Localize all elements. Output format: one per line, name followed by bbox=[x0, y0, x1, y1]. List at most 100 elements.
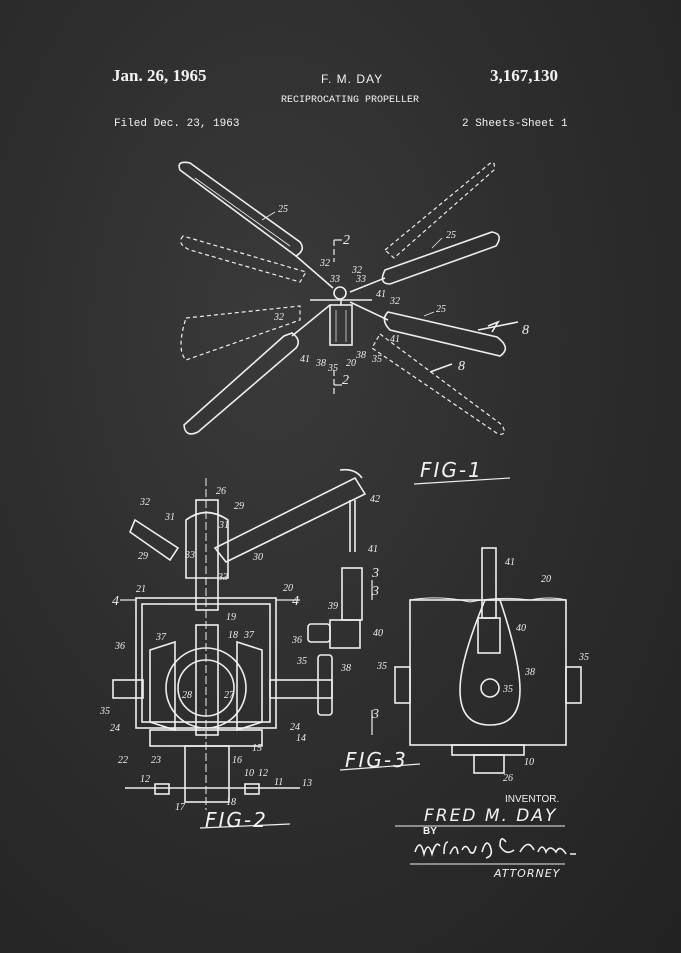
attorney-label: ATTORNEY bbox=[494, 867, 561, 880]
reference-leader-lines bbox=[261, 211, 443, 317]
reference-numeral: 2 bbox=[343, 233, 350, 248]
reference-numeral: 2 bbox=[342, 373, 349, 388]
reference-numeral: 19 bbox=[226, 612, 236, 623]
reference-numeral: 26 bbox=[503, 773, 513, 784]
reference-numeral: 31 bbox=[164, 512, 175, 523]
reference-numeral: 32 bbox=[351, 265, 362, 276]
reference-numeral: 8 bbox=[458, 359, 465, 374]
attorney-signature-image bbox=[414, 838, 576, 859]
reference-numeral: 3 bbox=[371, 566, 379, 581]
reference-numeral: 11 bbox=[274, 777, 283, 788]
by-label: BY bbox=[423, 826, 437, 837]
reference-numeral: 39 bbox=[327, 601, 338, 612]
reference-numeral: 36 bbox=[291, 635, 302, 646]
figure-2-label: FIG-2 bbox=[205, 808, 268, 832]
reference-numeral: 35 bbox=[371, 354, 382, 365]
reference-numeral: 18 bbox=[228, 630, 238, 641]
reference-numeral: 4 bbox=[112, 594, 119, 609]
reference-numeral: 35 bbox=[502, 684, 513, 695]
inventor-name: FRED M. DAY bbox=[424, 806, 558, 826]
reference-numeral: 29 bbox=[234, 501, 244, 512]
blade-upper-left bbox=[178, 161, 334, 289]
reference-numeral: 15 bbox=[252, 743, 262, 754]
patent-number: 3,167,130 bbox=[490, 66, 558, 85]
reference-numeral: 33 bbox=[329, 274, 340, 285]
reference-numeral: 38 bbox=[355, 350, 366, 361]
filed-date: Filed Dec. 23, 1963 bbox=[114, 118, 240, 130]
reference-numeral: 40 bbox=[373, 628, 383, 639]
reference-numeral: 42 bbox=[370, 494, 380, 505]
reference-numeral: 12 bbox=[258, 768, 268, 779]
propeller-hub bbox=[310, 286, 372, 346]
reference-numeral: 35 bbox=[99, 706, 110, 717]
reference-numeral: 20 bbox=[346, 358, 356, 369]
figure-2-drawing bbox=[112, 468, 367, 810]
reference-numeral: 13 bbox=[302, 778, 312, 789]
figure-label-underlines bbox=[199, 477, 511, 829]
reference-numeral: 37 bbox=[243, 630, 255, 641]
reference-numeral: 18 bbox=[226, 797, 236, 808]
reference-numeral: 22 bbox=[118, 755, 128, 766]
reference-numeral: 10 bbox=[524, 757, 534, 768]
patent-date: Jan. 26, 1965 bbox=[112, 66, 207, 85]
reference-numeral: 3 bbox=[371, 584, 379, 599]
reference-numeral: 25 bbox=[446, 230, 456, 241]
reference-numeral: 35 bbox=[578, 652, 589, 663]
blade-right bbox=[349, 301, 507, 357]
reference-numeral: 35 bbox=[296, 656, 307, 667]
reference-numeral: 16 bbox=[232, 755, 242, 766]
reference-numeral: 17 bbox=[175, 802, 186, 813]
reference-numeral: 20 bbox=[283, 583, 293, 594]
sheet-count: 2 Sheets-Sheet 1 bbox=[462, 118, 568, 130]
reference-numeral: 24 bbox=[290, 722, 300, 733]
patent-title: RECIPROCATING PROPELLER bbox=[281, 95, 420, 106]
reference-numeral: 35 bbox=[376, 661, 387, 672]
reference-numeral: 38 bbox=[315, 358, 326, 369]
blade-phantom-positions bbox=[180, 161, 505, 435]
reference-numeral: 32 bbox=[139, 497, 150, 508]
figure-1-label: FIG-1 bbox=[420, 458, 483, 482]
reference-numeral: 24 bbox=[110, 723, 120, 734]
reference-numeral: 37 bbox=[155, 632, 167, 643]
reference-numeral: 32 bbox=[273, 312, 284, 323]
reference-numeral: 33 bbox=[355, 274, 366, 285]
reference-numeral: 38 bbox=[340, 663, 351, 674]
reference-numeral: 33 bbox=[184, 550, 195, 561]
inventor-label: INVENTOR. bbox=[505, 794, 560, 805]
section-arrow-8 bbox=[429, 320, 519, 373]
reference-numeral: 3 bbox=[371, 707, 379, 722]
reference-numeral: 25 bbox=[278, 204, 288, 215]
reference-numeral: 27 bbox=[224, 690, 235, 701]
reference-numeral: 29 bbox=[138, 551, 148, 562]
reference-numeral: 38 bbox=[524, 667, 535, 678]
reference-numeral: 30 bbox=[252, 552, 263, 563]
reference-numeral: 10 bbox=[244, 768, 254, 779]
reference-numeral: 41 bbox=[390, 334, 400, 345]
reference-numeral: 20 bbox=[541, 574, 551, 585]
reference-numeral: 41 bbox=[368, 544, 378, 555]
reference-numeral: 12 bbox=[140, 774, 150, 785]
reference-numeral: 36 bbox=[114, 641, 125, 652]
reference-numeral: 23 bbox=[151, 755, 161, 766]
reference-numeral: 21 bbox=[136, 584, 146, 595]
reference-numeral: 41 bbox=[300, 354, 310, 365]
reference-numeral: 40 bbox=[516, 623, 526, 634]
reference-numeral: 31 bbox=[218, 520, 229, 531]
figure-3-label: FIG-3 bbox=[345, 748, 408, 772]
reference-numeral: 35 bbox=[327, 363, 338, 374]
figure-3-drawing bbox=[394, 547, 582, 774]
reference-numeral: 33 bbox=[217, 572, 228, 583]
figure-2-link-arm bbox=[307, 567, 373, 735]
reference-numeral: 32 bbox=[319, 258, 330, 269]
section-line-2-2 bbox=[333, 239, 342, 395]
reference-numeral: 41 bbox=[376, 289, 386, 300]
reference-numeral: 41 bbox=[505, 557, 515, 568]
reference-numeral: 8 bbox=[522, 323, 529, 338]
blade-lower-left bbox=[183, 304, 331, 435]
reference-numeral: 28 bbox=[182, 690, 192, 701]
reference-numeral: 26 bbox=[216, 486, 226, 497]
inventor-header: F. M. DAY bbox=[321, 72, 384, 86]
